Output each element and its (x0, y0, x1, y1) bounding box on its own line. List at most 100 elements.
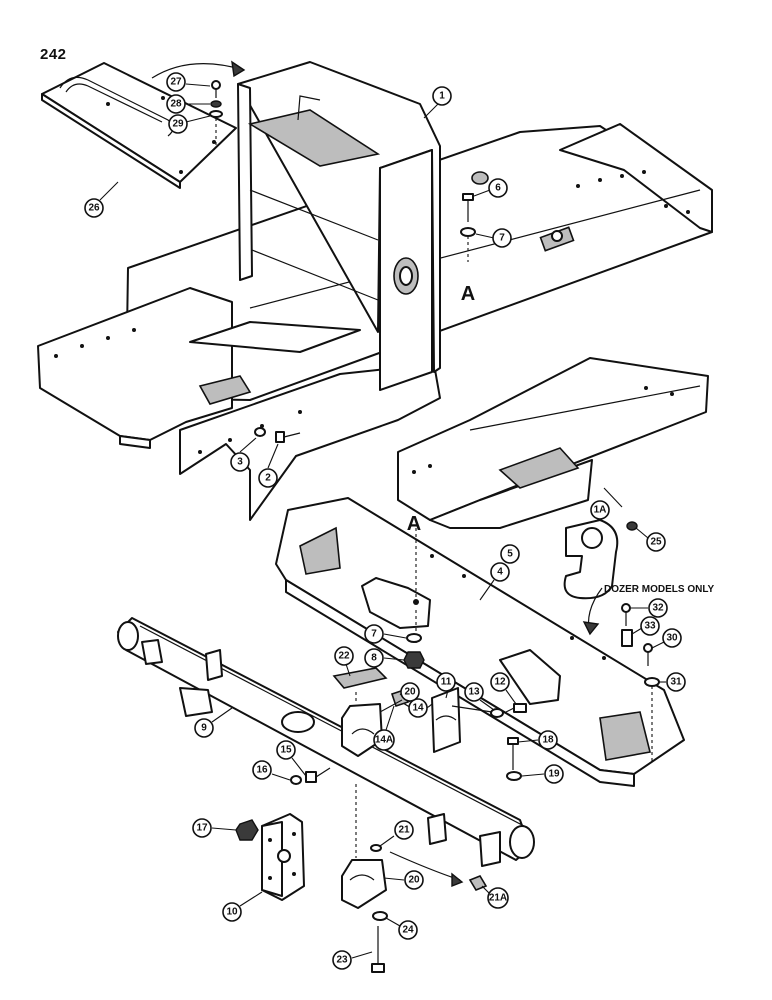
bearing-cap-lower (341, 784, 387, 909)
leader (603, 487, 623, 508)
page-number: 242 (40, 46, 67, 63)
svg-text:3: 3 (237, 457, 243, 468)
dozer-models-note: DOZER MODELS ONLY (604, 584, 715, 595)
callout-29: 29 (168, 114, 211, 134)
callout-33: 33 (631, 616, 660, 636)
svg-text:16: 16 (256, 765, 268, 776)
lock-21a (389, 851, 488, 891)
svg-text:21: 21 (398, 825, 410, 836)
svg-text:15: 15 (280, 745, 292, 756)
callout-1a: 1A (590, 500, 610, 520)
callout-23: 23 (332, 950, 373, 970)
svg-text:6: 6 (495, 183, 501, 194)
callout-15: 15 (276, 740, 307, 777)
callout-26: 26 (84, 181, 119, 218)
callout-5: 5 (500, 544, 520, 564)
svg-text:8: 8 (371, 653, 377, 664)
svg-text:13: 13 (468, 687, 480, 698)
crossmember (275, 497, 685, 787)
callout-12: 12 (490, 672, 517, 705)
section-marker-upper: A (461, 283, 475, 305)
bearing-cap-upper (332, 667, 388, 757)
svg-text:4: 4 (497, 567, 503, 578)
svg-text:23: 23 (336, 955, 348, 966)
callout-2: 2 (258, 443, 279, 488)
section-marker-lower: A (407, 513, 421, 535)
svg-text:1A: 1A (594, 505, 607, 516)
callout-17: 17 (192, 818, 237, 838)
svg-text:17: 17 (196, 823, 208, 834)
pivot-shaft (117, 617, 535, 867)
cover-plate (41, 62, 237, 189)
bolt-23-24 (371, 911, 388, 973)
svg-text:2: 2 (265, 473, 271, 484)
svg-text:20: 20 (408, 875, 420, 886)
svg-text:12: 12 (494, 677, 506, 688)
dozer-frame (397, 357, 709, 529)
callout-21: 21 (379, 820, 414, 847)
svg-text:21A: 21A (489, 893, 507, 904)
callout-11: 11 (436, 672, 456, 699)
main-frame (37, 61, 713, 521)
svg-text:32: 32 (652, 603, 664, 614)
svg-text:27: 27 (170, 77, 182, 88)
placement-arrow (151, 63, 245, 79)
bolt-18-19 (506, 737, 522, 781)
bolt-washer-lower (254, 427, 301, 443)
svg-text:22: 22 (338, 651, 350, 662)
callout-13: 13 (464, 682, 495, 711)
svg-text:7: 7 (371, 629, 377, 640)
callout-24: 24 (385, 917, 418, 940)
svg-text:11: 11 (441, 677, 452, 688)
arrow-head (582, 621, 600, 636)
callout-32: 32 (630, 598, 668, 618)
callout-9: 9 (194, 707, 233, 738)
svg-text:25: 25 (650, 537, 662, 548)
svg-text:30: 30 (666, 633, 678, 644)
svg-text:5: 5 (507, 549, 513, 560)
cover-hardware (209, 80, 223, 148)
bolt-washer-upper (460, 193, 476, 262)
callout-4: 4 (479, 562, 510, 601)
callout-1: 1 (423, 86, 452, 119)
callout-20-lower: 20 (383, 870, 424, 890)
callout-14a: 14A (373, 705, 395, 751)
callout-6: 6 (473, 178, 508, 198)
callout-8: 8 (364, 648, 405, 668)
svg-text:24: 24 (402, 925, 414, 936)
callout-18: 18 (517, 730, 558, 750)
svg-text:26: 26 (88, 203, 100, 214)
dozer-hardware (621, 603, 660, 762)
callout-20-upper: 20 (379, 682, 420, 713)
callout-7-upper: 7 (475, 228, 512, 248)
svg-text:14A: 14A (375, 735, 393, 746)
callout-3: 3 (230, 437, 257, 472)
callout-28: 28 (166, 94, 210, 114)
end-plate (261, 813, 305, 901)
callout-27: 27 (166, 72, 211, 92)
callout-21a: 21A (481, 885, 509, 909)
bearing-cap-11 (431, 687, 493, 753)
callout-22: 22 (334, 646, 354, 677)
svg-text:7: 7 (499, 233, 505, 244)
callout-25: 25 (635, 527, 666, 552)
nut (403, 651, 425, 669)
svg-text:9: 9 (201, 723, 207, 734)
callout-16: 16 (252, 760, 291, 781)
svg-text:33: 33 (644, 621, 656, 632)
callout-10: 10 (222, 891, 263, 922)
callout-7-lower: 7 (364, 624, 407, 644)
svg-text:20: 20 (404, 687, 416, 698)
svg-text:14: 14 (412, 703, 424, 714)
svg-text:29: 29 (172, 119, 184, 130)
svg-text:28: 28 (170, 99, 182, 110)
svg-text:18: 18 (542, 735, 554, 746)
washer-12-13 (490, 703, 527, 718)
callout-31: 31 (658, 672, 686, 692)
callout-30: 30 (651, 628, 682, 649)
callout-19: 19 (521, 764, 564, 784)
svg-text:10: 10 (226, 907, 238, 918)
arrow-head (231, 60, 246, 78)
washer (406, 633, 422, 643)
